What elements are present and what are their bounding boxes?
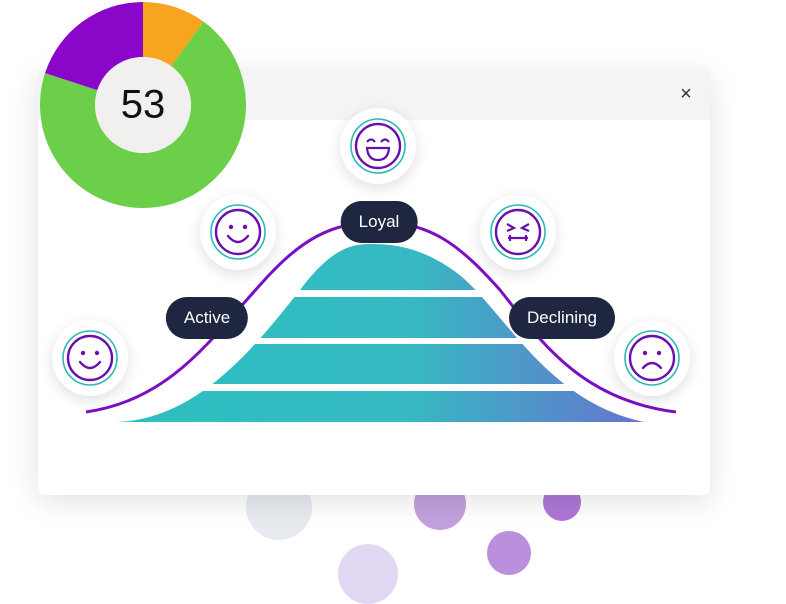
donut-segment (40, 21, 246, 208)
bubble (487, 531, 531, 575)
score-donut (40, 2, 246, 208)
bubble (338, 544, 398, 604)
smile-face-icon (200, 194, 276, 270)
stage-label-active: Active (165, 297, 249, 339)
squint-face-icon (480, 194, 556, 270)
close-icon[interactable]: × (680, 83, 692, 105)
hill-layer (116, 391, 644, 422)
donut-center (95, 57, 191, 153)
hill-layer (116, 244, 644, 290)
hill-layer (116, 344, 644, 384)
stage-label-declining: Declining (509, 297, 615, 339)
stage-label-loyal: Loyal (340, 201, 418, 243)
smile-face-icon (52, 320, 128, 396)
score-value: 53 (120, 82, 166, 127)
donut-segment (143, 2, 204, 67)
frown-face-icon (614, 320, 690, 396)
donut-segment (45, 2, 143, 91)
grin-face-icon (340, 108, 416, 184)
